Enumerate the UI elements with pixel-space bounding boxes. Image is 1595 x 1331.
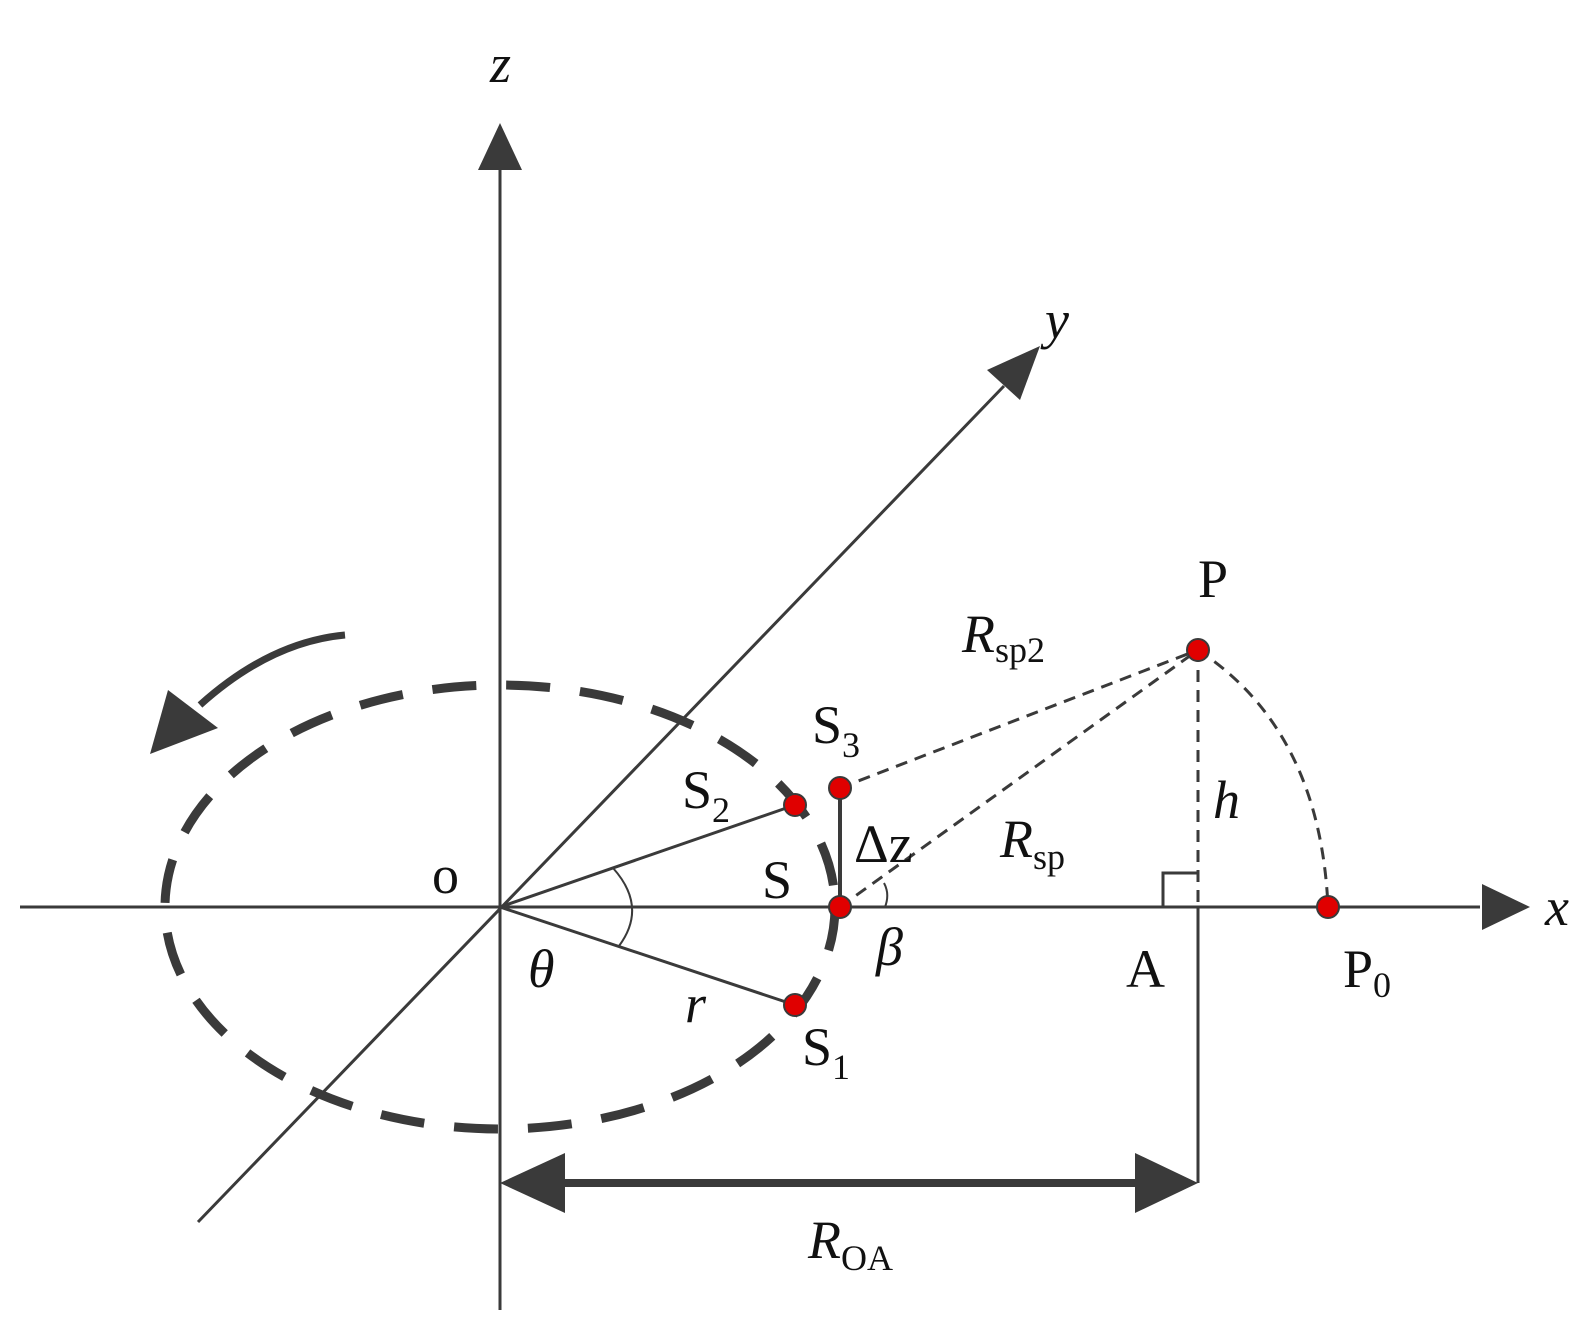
r-oa-dimension <box>500 907 1200 1213</box>
p0-label: P0 <box>1343 939 1391 1005</box>
line-o-s2 <box>499 803 796 909</box>
point-s1 <box>783 993 807 1017</box>
beta-angle-arc <box>883 882 889 908</box>
right-angle-marker <box>1161 871 1198 907</box>
point-p0 <box>1316 895 1340 919</box>
s1-label: S1 <box>802 1017 850 1087</box>
beta-label: β <box>875 917 903 977</box>
point-s <box>828 895 852 919</box>
s3-label: S3 <box>812 695 860 765</box>
y-axis-arrowhead <box>987 346 1040 400</box>
point-p <box>1186 638 1210 662</box>
r-label: r <box>685 974 707 1034</box>
a-label: A <box>1126 939 1165 999</box>
y-axis <box>196 346 1040 1224</box>
r-sp2-label: Rsp2 <box>961 604 1045 670</box>
z-axis-arrowhead <box>478 123 522 170</box>
line-o-s1 <box>499 905 796 1007</box>
point-s2 <box>783 793 807 817</box>
y-axis-label: y <box>1040 290 1069 350</box>
p-label: P <box>1198 549 1228 609</box>
r-oa-label: ROA <box>807 1210 893 1278</box>
theta-label: θ <box>528 939 555 999</box>
x-axis <box>20 884 1530 930</box>
point-s3 <box>828 776 852 800</box>
h-label: h <box>1213 770 1240 830</box>
r-sp2-line <box>839 648 1199 790</box>
z-axis <box>478 123 522 1310</box>
theta-angle-arc <box>612 867 633 947</box>
delta-z-label: Δz <box>854 814 913 874</box>
r-oa-right-arrowhead <box>1135 1153 1198 1213</box>
r-sp-label: Rsp <box>999 809 1065 877</box>
p-p0-arc <box>1197 648 1330 908</box>
origin-label: o <box>432 845 459 905</box>
r-oa-left-arrowhead <box>500 1153 565 1213</box>
s2-label: S2 <box>682 760 730 830</box>
s-label: S <box>762 850 792 910</box>
z-axis-label: z <box>489 34 511 94</box>
rotation-direction-arrow <box>150 631 346 754</box>
r-sp-line <box>839 648 1199 909</box>
x-axis-label: x <box>1544 877 1569 937</box>
x-axis-arrowhead <box>1482 884 1530 930</box>
